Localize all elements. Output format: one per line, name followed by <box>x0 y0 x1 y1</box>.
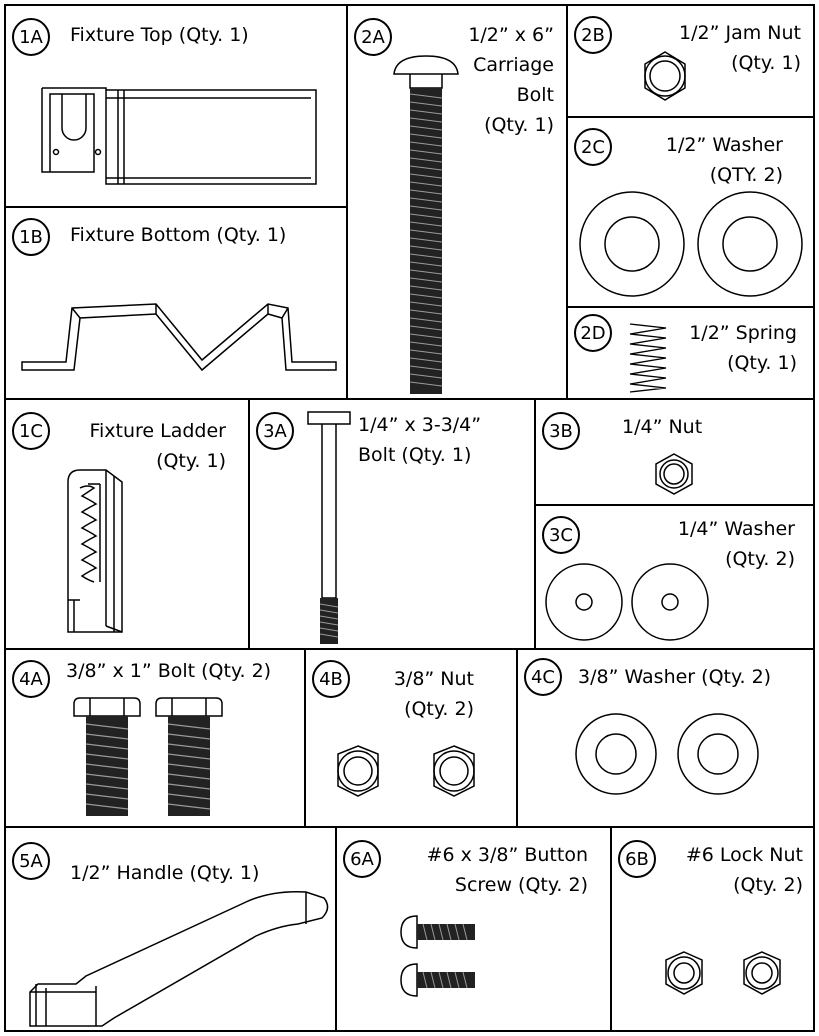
label-1b: Fixture Bottom (Qty. 1) <box>70 220 286 250</box>
label-4b-line2: (Qty. 2) <box>404 698 474 720</box>
badge-3b: 3B <box>542 412 580 450</box>
label-6a-line2: Screw (Qty. 2) <box>454 874 588 896</box>
badge-2a: 2A <box>354 18 392 56</box>
badge-1a: 1A <box>12 18 50 56</box>
cell-2b: 2B 1/2” Jam Nut (Qty. 1) <box>566 4 815 118</box>
quarter-inch-nut-drawing <box>536 400 817 508</box>
badge-4a: 4A <box>12 660 50 698</box>
fixture-top-drawing <box>6 6 350 210</box>
label-6b-line2: (Qty. 2) <box>733 874 803 896</box>
label-2c-line2: (QTY. 2) <box>709 164 783 186</box>
badge-4b: 4B <box>312 660 350 698</box>
label-3a-line1: 1/4” x 3-3/4” <box>358 414 482 436</box>
label-2a: 1/2” x 6” Carriage Bolt (Qty. 1) <box>468 20 554 140</box>
cell-6a: 6A #6 x 3/8” Button Screw (Qty. 2) <box>335 826 612 1032</box>
label-1c-line2: (Qty. 1) <box>156 450 226 472</box>
cell-1c: 1C Fixture Ladder (Qty. 1) <box>4 398 250 650</box>
label-6a-line1: #6 x 3/8” Button <box>426 844 588 866</box>
fixture-bottom-drawing <box>6 208 350 402</box>
three-eighths-washers-drawing <box>518 650 817 830</box>
label-3a: 1/4” x 3-3/4” Bolt (Qty. 1) <box>358 410 481 470</box>
half-inch-washers-drawing <box>568 118 817 310</box>
label-4c: 3/8” Washer (Qty. 2) <box>578 662 771 692</box>
badge-1c: 1C <box>12 412 50 450</box>
label-2d-line2: (Qty. 1) <box>727 352 797 374</box>
label-4a: 3/8” x 1” Bolt (Qty. 2) <box>66 656 271 686</box>
label-1b-line1: Fixture Bottom (Qty. 1) <box>70 224 287 246</box>
lock-nuts-drawing <box>612 828 817 1034</box>
label-2b: 1/2” Jam Nut (Qty. 1) <box>679 18 801 78</box>
label-2a-line2: Carriage <box>473 54 554 76</box>
label-3c-line2: (Qty. 2) <box>725 548 795 570</box>
cell-2c: 2C 1/2” Washer (QTY. 2) <box>566 116 815 308</box>
label-2a-line3: Bolt <box>516 84 554 106</box>
label-3c: 1/4” Washer (Qty. 2) <box>678 514 795 574</box>
carriage-bolt-drawing <box>348 6 570 394</box>
badge-6b: 6B <box>618 840 656 878</box>
label-3b-line1: 1/4” Nut <box>622 416 703 438</box>
label-1a: Fixture Top (Qty. 1) <box>70 20 249 50</box>
label-6b-line1: #6 Lock Nut <box>685 844 803 866</box>
fixture-ladder-drawing <box>6 400 252 652</box>
label-2d-line1: 1/2” Spring <box>689 322 797 344</box>
cell-6b: 6B #6 Lock Nut (Qty. 2) <box>610 826 815 1032</box>
cell-3a: 3A 1/4” x 3-3/4” Bolt (Qty. 1) <box>248 398 536 650</box>
label-4c-line1: 3/8” Washer (Qty. 2) <box>578 666 772 688</box>
cell-1b: 1B Fixture Bottom (Qty. 1) <box>4 206 348 400</box>
label-4b: 3/8” Nut (Qty. 2) <box>394 664 474 724</box>
label-3c-line1: 1/4” Washer <box>677 518 795 540</box>
quarter-inch-washers-drawing <box>536 506 817 652</box>
label-3a-line2: Bolt (Qty. 1) <box>358 444 472 466</box>
label-2c-line1: 1/2” Washer <box>665 134 783 156</box>
label-4a-line1: 3/8” x 1” Bolt (Qty. 2) <box>66 660 272 682</box>
cell-4c: 4C 3/8” Washer (Qty. 2) <box>516 648 815 828</box>
label-6a: #6 x 3/8” Button Screw (Qty. 2) <box>427 840 588 900</box>
cell-4a: 4A 3/8” x 1” Bolt (Qty. 2) <box>4 648 306 828</box>
label-2c: 1/2” Washer (QTY. 2) <box>666 130 783 190</box>
badge-3a: 3A <box>256 412 294 450</box>
cell-2d: 2D 1/2” Spring (Qty. 1) <box>566 306 815 400</box>
label-2b-line1: 1/2” Jam Nut <box>679 22 801 44</box>
cell-5a: 5A 1/2” Handle (Qty. 1) <box>4 826 337 1032</box>
spring-drawing <box>568 308 817 402</box>
three-eighths-bolts-drawing <box>6 650 308 816</box>
label-3b: 1/4” Nut <box>622 412 702 442</box>
cell-3b: 3B 1/4” Nut <box>534 398 815 506</box>
label-1c-line1: Fixture Ladder <box>89 420 226 442</box>
jam-nut-drawing <box>568 6 817 120</box>
label-5a-line1: 1/2” Handle (Qty. 1) <box>70 862 260 884</box>
label-2b-line2: (Qty. 1) <box>731 52 801 74</box>
badge-4c: 4C <box>524 658 562 696</box>
label-2a-line1: 1/2” x 6” <box>468 24 554 46</box>
cell-3c: 3C 1/4” Washer (Qty. 2) <box>534 504 815 650</box>
badge-6a: 6A <box>343 840 381 878</box>
quarter-inch-bolt-drawing <box>250 400 538 644</box>
cell-1a: 1A Fixture Top (Qty. 1) <box>4 4 348 208</box>
label-5a: 1/2” Handle (Qty. 1) <box>70 858 259 888</box>
cell-2a: 2A 1/2” x 6” Carriage Bolt (Qty. 1) <box>346 4 568 400</box>
label-6b: #6 Lock Nut (Qty. 2) <box>686 840 803 900</box>
badge-1b: 1B <box>12 218 50 256</box>
three-eighths-nuts-drawing <box>306 650 520 830</box>
button-screws-drawing <box>337 828 475 1034</box>
label-1a-line1: Fixture Top (Qty. 1) <box>70 24 249 46</box>
label-2a-line4: (Qty. 1) <box>484 114 554 136</box>
handle-drawing <box>6 828 339 1034</box>
badge-2b: 2B <box>574 16 612 54</box>
label-2d: 1/2” Spring (Qty. 1) <box>689 318 797 378</box>
cell-4b: 4B 3/8” Nut (Qty. 2) <box>304 648 518 828</box>
badge-5a: 5A <box>12 842 50 880</box>
badge-2c: 2C <box>574 128 612 166</box>
badge-2d: 2D <box>574 314 612 352</box>
label-4b-line1: 3/8” Nut <box>393 668 474 690</box>
badge-3c: 3C <box>542 516 580 554</box>
label-1c: Fixture Ladder (Qty. 1) <box>89 416 226 476</box>
